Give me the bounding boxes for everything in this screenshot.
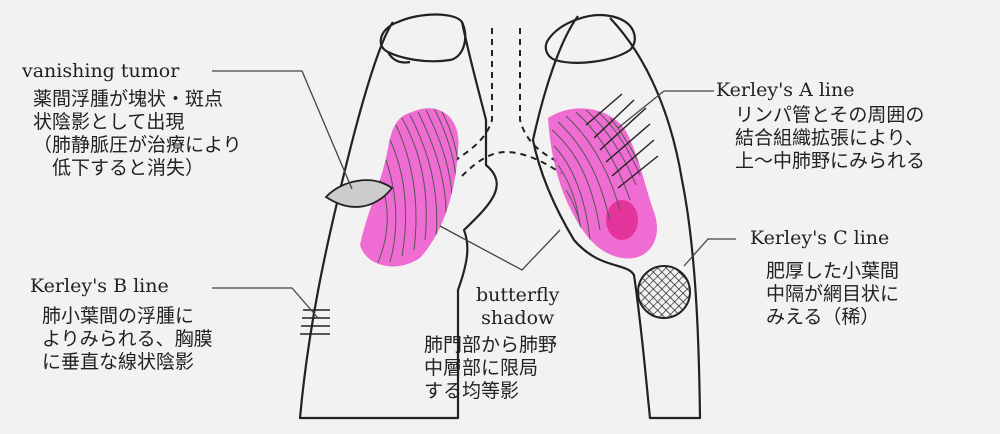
kerley-b-title: Kerley's B line xyxy=(30,275,169,297)
leader-lines xyxy=(212,70,736,319)
butterfly-shadow-title: butterfly shadow xyxy=(476,284,560,329)
trachea xyxy=(455,28,563,177)
kerley-a-lines xyxy=(585,93,659,189)
kerley-c-description: 肥厚した小葉間 中隔が網目状に みえる（稀） xyxy=(766,260,900,328)
right-opacity-hatching xyxy=(551,109,643,251)
kerley-a-description: リンパ管とその周囲の 結合組織拡張により、 上〜中肺野にみられる xyxy=(735,104,926,172)
kerley-b-lines xyxy=(300,309,330,335)
left-opacity-hatching xyxy=(377,108,459,263)
kerley-c-reticulation xyxy=(637,265,691,319)
kerley-b-description: 肺小葉間の浮腫に よりみられる、胸膜 に垂直な線状陰影 xyxy=(42,305,213,373)
right-lung xyxy=(531,14,702,420)
left-lung xyxy=(298,13,498,420)
kerley-a-title: Kerley's A line xyxy=(716,79,855,101)
kerley-c-title: Kerley's C line xyxy=(750,227,890,249)
dense-focus xyxy=(606,200,638,240)
vanishing-tumor-shape xyxy=(324,179,394,208)
vanishing-tumor-title: vanishing tumor xyxy=(22,60,180,82)
vanishing-tumor-description: 薬間浮腫が塊状・斑点 状陰影として出現 （肺静脈圧が治療により 低下すると消失） xyxy=(33,88,242,179)
butterfly-shadow-description: 肺門部から肺野 中層部に限局 する均等影 xyxy=(424,334,558,402)
